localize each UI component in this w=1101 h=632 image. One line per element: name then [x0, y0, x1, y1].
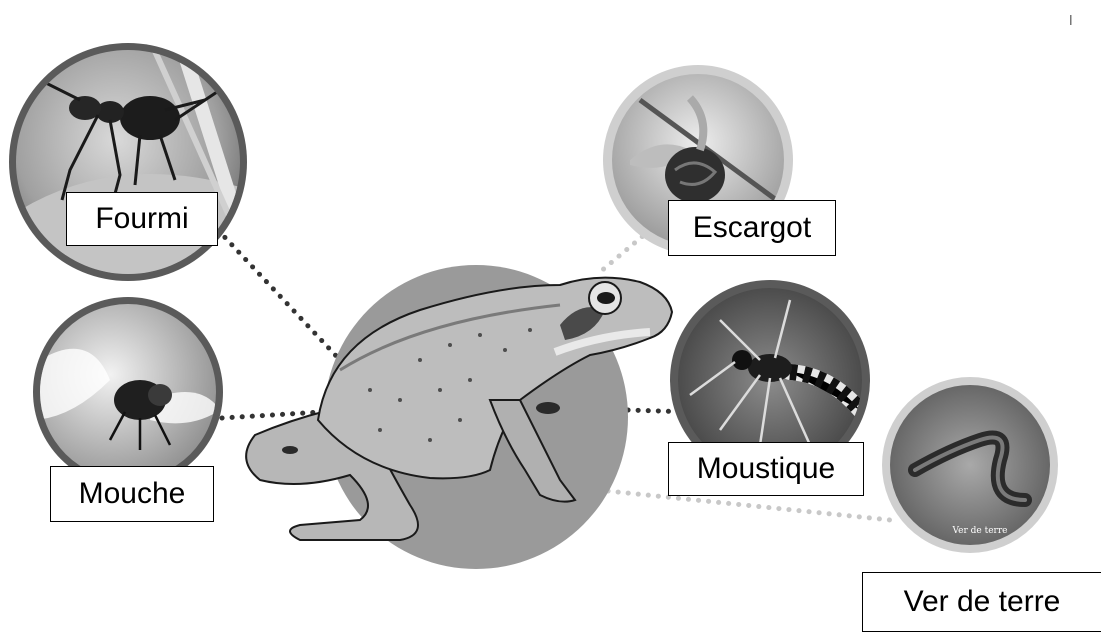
label-ver-de-terre-text: Ver de terre [904, 585, 1061, 619]
label-escargot: Escargot [668, 200, 836, 256]
earthworm-photo: Ver de terre [882, 377, 1058, 553]
label-escargot-text: Escargot [693, 211, 811, 245]
connector-fourmi [218, 230, 340, 360]
label-fourmi-text: Fourmi [95, 202, 188, 236]
ant-photo [9, 40, 250, 290]
label-mouche: Mouche [50, 466, 214, 522]
label-moustique: Moustique [668, 442, 864, 496]
stray-mark [1070, 15, 1072, 25]
fly-photo [30, 297, 223, 487]
earthworm-photo-caption: Ver de terre [952, 526, 1008, 536]
label-mouche-text: Mouche [79, 477, 186, 511]
label-ver-de-terre: Ver de terre [862, 572, 1101, 632]
label-fourmi: Fourmi [66, 192, 218, 246]
label-moustique-text: Moustique [697, 452, 835, 486]
